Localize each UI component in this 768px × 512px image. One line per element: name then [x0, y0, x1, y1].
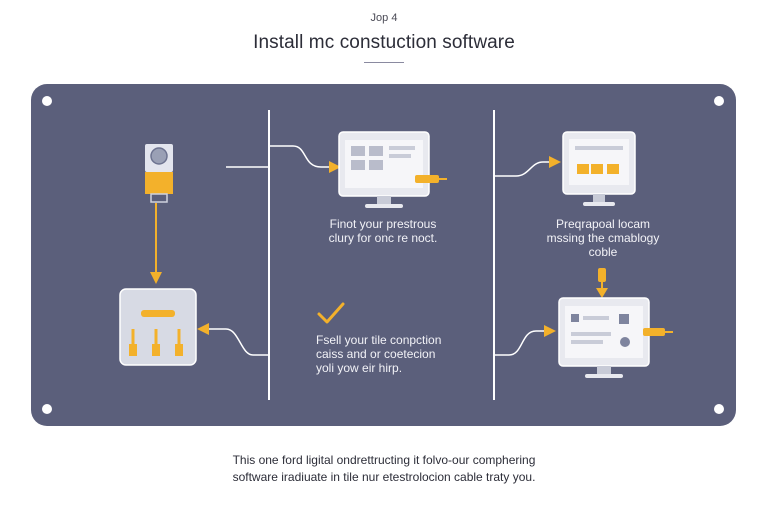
monitor-icon	[338, 131, 430, 208]
diagram-panel: Finot your prestrous clury for onc re no…	[31, 84, 736, 426]
arrow-head	[197, 323, 209, 335]
caption-bottom-middle: Fsell your tile conpction caiss and or c…	[316, 333, 442, 375]
screw-icon	[42, 404, 52, 414]
usb-dongle-icon	[145, 144, 173, 203]
connection-line	[269, 145, 331, 168]
arrow-head	[150, 272, 162, 284]
checkmark-icon	[317, 302, 345, 324]
caption-top-right: Preqrapoal locam mssing the cmablogy cob…	[546, 217, 660, 259]
arrow-head	[329, 161, 341, 173]
screw-icon	[714, 404, 724, 414]
connection-line	[494, 330, 545, 356]
arrow-head	[549, 156, 561, 168]
screw-icon	[42, 96, 52, 106]
step-label: Jop 4	[370, 12, 398, 24]
monitor-icon	[562, 131, 636, 206]
diagram-canvas	[42, 96, 724, 414]
arrow-head	[596, 288, 608, 298]
caption-top-middle: Finot your prestrous clury for onc re no…	[328, 217, 438, 245]
router-icon	[119, 288, 197, 366]
page-title: Install mc constuction software	[253, 32, 515, 53]
screw-icon	[714, 96, 724, 106]
cable-plug-icon	[643, 328, 673, 336]
connection-line	[494, 161, 551, 177]
title-underline	[364, 62, 404, 63]
cable-plug-icon	[415, 175, 447, 183]
arrow-head	[544, 325, 556, 337]
connection-line	[207, 328, 269, 356]
footer-description: This one ford ligital ondrettructing it …	[232, 453, 536, 484]
monitor-settings-icon	[558, 297, 650, 378]
